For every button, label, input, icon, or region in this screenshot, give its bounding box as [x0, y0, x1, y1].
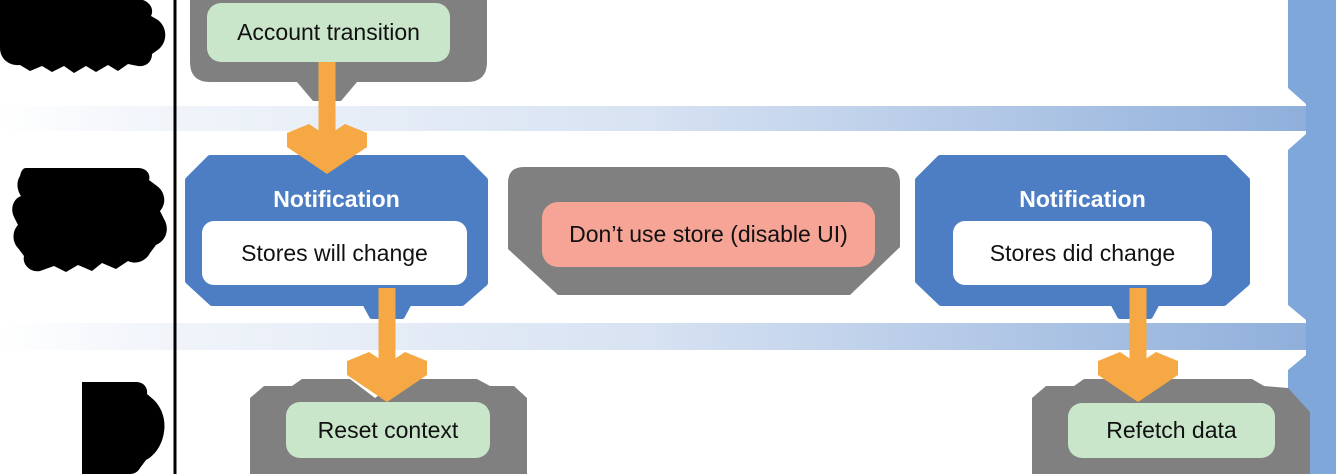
redacted-label-bottom [82, 382, 165, 474]
timeline-band-top [0, 106, 1306, 131]
notification-will-title-text: Notification [273, 185, 400, 212]
redacted-label-top [0, 0, 166, 73]
stores-will-change-label: Stores will change [241, 239, 428, 266]
stores-did-change-label: Stores did change [989, 239, 1176, 266]
stores-will-change-card: Stores will change [202, 221, 467, 285]
refetch-data-label: Refetch data [1106, 417, 1237, 443]
notification-did-title: Notification [918, 184, 1247, 214]
notification-did-title-text: Notification [1019, 185, 1146, 212]
reset-context-node: Reset context [286, 402, 490, 458]
refetch-data-node: Refetch data [1068, 403, 1275, 458]
notification-will-title: Notification [188, 184, 485, 214]
stores-did-change-card: Stores did change [953, 221, 1212, 285]
dont-use-store-node: Don’t use store (disable UI) [542, 202, 875, 267]
right-flow-bar [1288, 0, 1336, 474]
timeline-band-bottom [0, 323, 1306, 350]
dont-use-store-label: Don’t use store (disable UI) [569, 221, 848, 247]
lane-divider [173, 0, 177, 474]
arrow-account-to-notification [287, 58, 367, 174]
account-transition-label: Account transition [237, 19, 420, 45]
redacted-label-middle [12, 168, 167, 272]
account-transition-node: Account transition [207, 3, 450, 62]
arrow-will-to-reset [347, 288, 427, 402]
arrow-did-to-refetch [1098, 288, 1178, 402]
reset-context-label: Reset context [317, 416, 459, 443]
